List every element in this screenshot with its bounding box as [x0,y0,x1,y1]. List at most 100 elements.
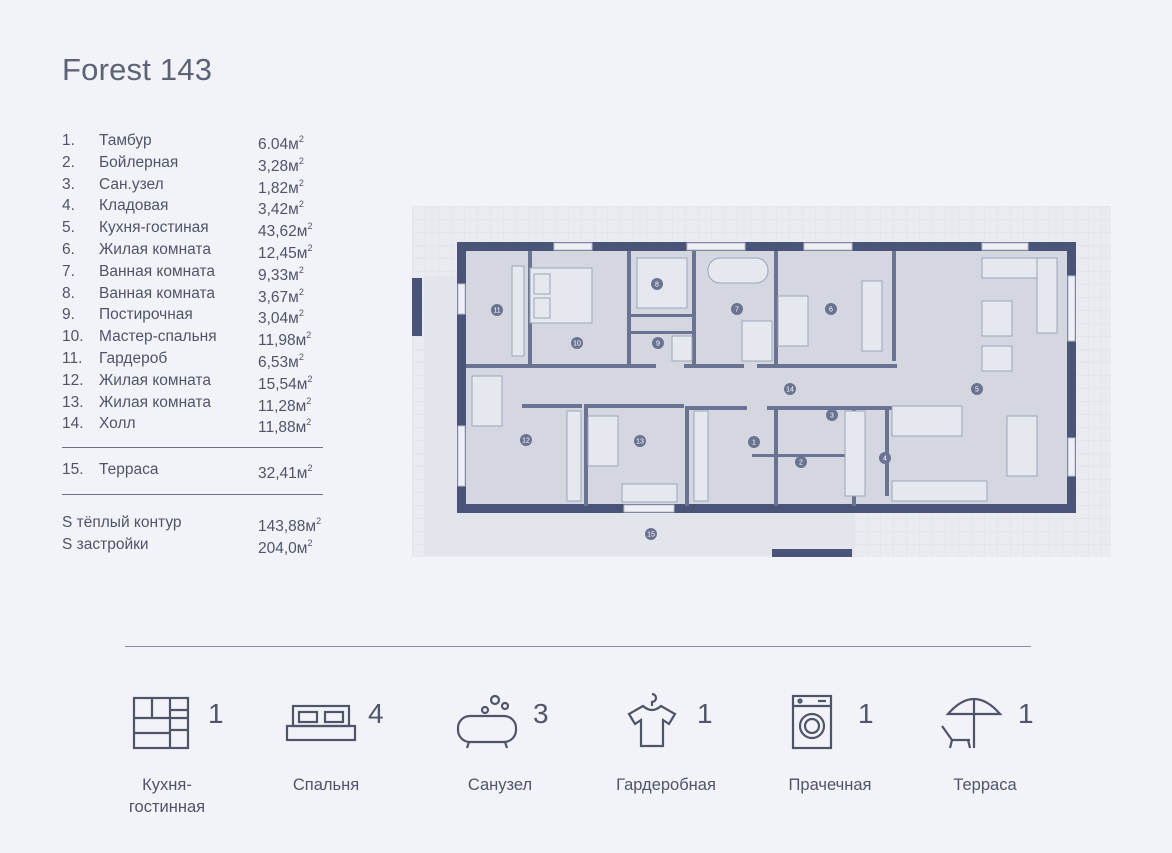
floor-plan: 1 2 3 4 5 6 7 8 9 10 11 12 13 14 15 [412,206,1111,557]
room-marker: 3 [826,409,838,421]
room-area: 3,28м2 [258,155,304,175]
features-divider [125,646,1031,647]
furniture [471,257,1058,503]
room-row: 8. Ванная комната 3,67м2 [62,283,332,306]
room-number: 2. [62,153,75,171]
laundry-count: 1 [858,698,874,729]
svg-text:2: 2 [799,460,803,467]
room-name: Ванная комната [99,284,216,302]
room-area: 32,41м2 [258,463,313,483]
room-number: 14. [62,415,84,433]
room-number: 4. [62,197,75,215]
bathroom-count: 3 [533,698,549,729]
shower [741,320,773,362]
washing-machine-icon [791,694,833,750]
room-area: 1,82м2 [258,177,304,197]
wardrobe [566,410,582,502]
room-name: Постирочная [99,306,193,324]
sofa [777,295,809,347]
total-area: 143,88м2 [258,516,322,536]
room-name: Жилая комната [99,371,211,389]
room-marker: 9 [652,337,664,349]
room-name: Кухня-гостиная [99,219,209,237]
total-name: S застройки [62,535,149,553]
room-name: Терраса [99,461,159,478]
room-area: 3,42м2 [258,199,304,219]
room-number: 15. [62,461,84,478]
room-name: Холл [99,415,136,433]
svg-text:13: 13 [636,439,644,446]
room-marker: 1 [748,436,760,448]
room-number: 3. [62,175,75,193]
room-marker: 13 [634,435,646,447]
outer-walls [457,242,1076,513]
svg-text:10: 10 [573,341,581,348]
total-name: S тёплый контур [62,514,182,531]
bathtub [707,257,769,284]
windows [457,242,1076,513]
bedroom-label: Спальня [292,776,360,794]
kitchen-island [891,405,963,437]
room-marker: 11 [491,304,503,316]
svg-text:3: 3 [830,413,834,420]
room-name: Сан.узел [99,175,164,193]
room-number: 13. [62,393,84,411]
bed-icon [285,704,357,742]
tshirt-hanger-icon [627,692,677,748]
list-divider [62,494,323,495]
room-row: 14. Холл 11,88м2 [62,413,332,436]
bathroom-label: Санузел [467,776,533,794]
room-name: Мастер-спальня [99,328,217,346]
svg-text:15: 15 [647,532,655,539]
room-marker: 10 [571,337,583,349]
totals-list: S тёплый контур 143,88м2 S застройки 204,0… [62,512,332,557]
svg-text:1: 1 [752,440,756,447]
room-area: 3,04м2 [258,308,304,328]
room-area: 12,45м2 [258,242,313,263]
svg-text:12: 12 [522,438,530,445]
room-area: 3,67м2 [258,286,304,306]
room-number: 6. [62,240,75,258]
svg-text:6: 6 [829,307,833,314]
total-row: S тёплый контур 143,88м2 [62,512,332,535]
room-row: 3. Сан.узел 1,82м2 [62,174,332,197]
room-area: 11,88м2 [258,417,312,437]
room-row: 9. Постирочная 3,04м2 [62,304,332,327]
room-area: 11,28м2 [258,395,312,415]
bathtub-icon [456,694,518,749]
total-area: 204,0м2 [258,537,313,557]
room-number: 12. [62,371,84,389]
laundry-label: Прачечная [788,776,872,794]
stairs [412,278,852,557]
list-divider [62,447,323,448]
room-marker: 2 [795,456,807,468]
room-number: 11. [62,349,83,367]
room-markers: 1 2 3 4 5 6 7 8 9 10 11 12 13 14 15 [491,278,983,540]
desk [471,375,503,427]
room-row: 12. Жилая комната 15,54м2 [62,370,332,393]
terrace-row-wrap: 15. Терраса 32,41м2 [62,459,332,482]
room-name: Ванная комната [99,262,216,280]
room-number: 5. [62,219,75,237]
svg-text:7: 7 [735,307,739,314]
room-name: Бойлерная [99,153,179,171]
room-area: 11,98м2 [258,330,312,350]
svg-text:14: 14 [786,387,794,394]
room-number: 10. [62,328,84,346]
kitchen-icon [132,696,190,750]
room-area: 15,54м2 [258,373,313,393]
room-marker: 5 [971,383,983,395]
room-number: 8. [62,284,75,302]
room-number: 9. [62,306,75,324]
room-marker: 6 [825,303,837,315]
dining-table [1006,415,1038,477]
room-name: Тамбур [99,132,152,149]
room-name: Кладовая [99,197,169,215]
room-number: 7. [62,262,75,280]
